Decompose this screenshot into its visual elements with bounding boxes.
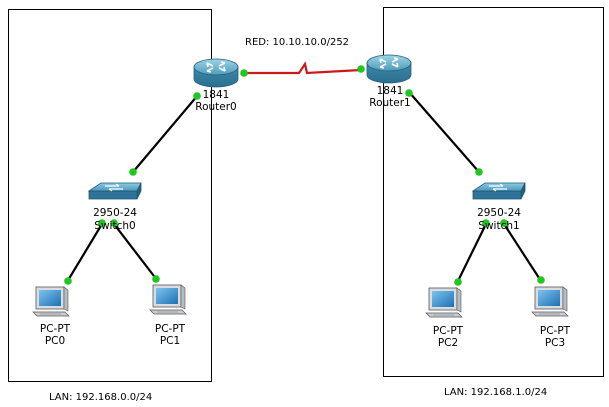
links — [66, 61, 542, 284]
router1-model: 1841 — [377, 85, 404, 97]
left-area-box — [8, 9, 212, 382]
pc2-type: PC-PT — [433, 325, 464, 337]
port-indicators — [64, 65, 545, 286]
router1-name: Router1 — [369, 97, 410, 109]
port-dot — [129, 168, 137, 176]
pc-icon — [149, 284, 187, 315]
pc3[interactable]: PC-PT PC3 — [531, 286, 571, 349]
port-dot — [475, 168, 483, 176]
switch0-model: 2950-24 — [93, 207, 137, 219]
switch1-model: 2950-24 — [477, 207, 521, 219]
switch1[interactable]: 2950-24 Switch1 — [472, 182, 526, 232]
link-router1-switch1[interactable] — [408, 91, 480, 173]
link-switch1-pc2[interactable] — [456, 223, 487, 284]
pc3-type: PC-PT — [540, 325, 571, 337]
lan-right-label: LAN: 192.168.1.0/24 — [444, 387, 547, 398]
router-icon — [366, 54, 412, 84]
switch-icon — [88, 182, 142, 200]
switch-icon — [472, 182, 526, 200]
pc2-name: PC2 — [438, 337, 458, 349]
switch0-name: Switch0 — [94, 220, 135, 232]
wan-network-label: RED: 10.10.10.0/252 — [245, 37, 349, 48]
wan-serial-link[interactable] — [244, 61, 362, 75]
port-dot — [240, 69, 248, 77]
port-dot — [500, 219, 508, 227]
router0-model: 1841 — [203, 89, 230, 101]
lan-left-label: LAN: 192.168.0.0/24 — [49, 392, 152, 403]
pc-icon — [425, 287, 463, 318]
pc3-name: PC3 — [545, 337, 565, 349]
link-switch1-pc3[interactable] — [503, 223, 542, 282]
pc0-name: PC0 — [45, 335, 65, 347]
pc0[interactable]: PC-PT PC0 — [32, 286, 71, 347]
pc0-type: PC-PT — [40, 323, 71, 335]
port-dot — [482, 219, 490, 227]
pc2[interactable]: PC-PT PC2 — [425, 287, 464, 349]
router0-name: Router0 — [195, 101, 236, 113]
link-router0-switch0[interactable] — [132, 94, 199, 173]
port-dot — [454, 278, 462, 286]
pc1-name: PC1 — [160, 335, 180, 347]
port-dot — [357, 65, 365, 73]
port-dot — [98, 219, 106, 227]
pc1[interactable]: PC-PT PC1 — [149, 284, 187, 347]
pc-icon — [531, 286, 569, 317]
port-dot — [405, 89, 413, 97]
port-dot — [110, 219, 118, 227]
right-area-box — [383, 7, 604, 377]
pc1-type: PC-PT — [155, 323, 186, 335]
router0[interactable]: 1841 Router0 — [193, 58, 239, 113]
port-dot — [537, 276, 545, 284]
switch0[interactable]: 2950-24 Switch0 — [88, 182, 142, 232]
pc-icon — [32, 286, 70, 317]
port-dot — [193, 92, 201, 100]
link-switch0-pc1[interactable] — [113, 223, 158, 281]
port-dot — [64, 277, 72, 285]
router1[interactable]: 1841 Router1 — [366, 54, 412, 109]
link-switch0-pc0[interactable] — [66, 223, 103, 283]
router-icon — [193, 58, 239, 88]
port-dot — [152, 275, 160, 283]
switch1-name: Switch1 — [478, 220, 519, 232]
